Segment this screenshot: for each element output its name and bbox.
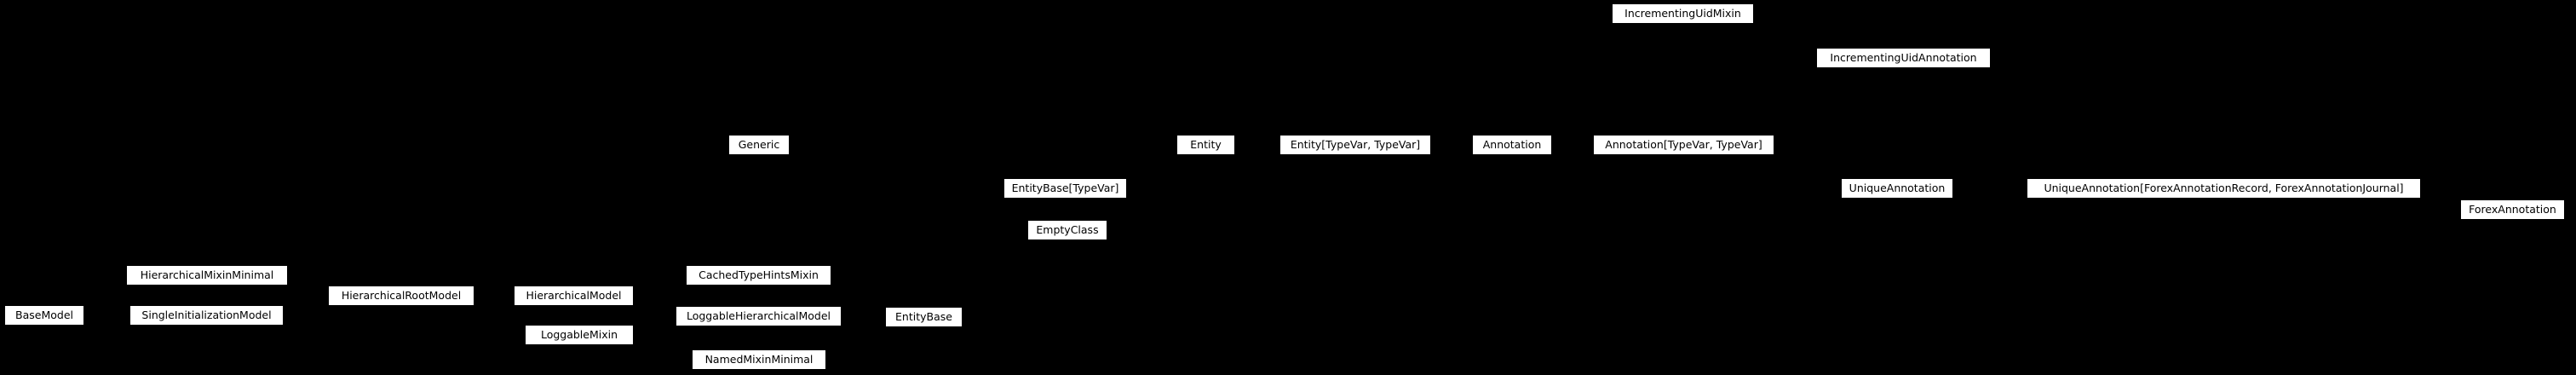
class-node[interactable]: NamedMixinMinimal — [692, 349, 826, 370]
class-node[interactable]: Annotation — [1472, 135, 1552, 155]
class-node[interactable]: EntityBase[TypeVar] — [1003, 178, 1127, 199]
class-node[interactable]: Generic — [728, 135, 790, 155]
class-node[interactable]: EmptyClass — [1027, 220, 1107, 240]
class-node[interactable]: CachedTypeHintsMixin — [686, 265, 831, 286]
class-node[interactable]: Annotation[TypeVar, TypeVar] — [1593, 135, 1774, 155]
class-node[interactable]: IncrementingUidAnnotation — [1816, 48, 1991, 68]
class-node[interactable]: HierarchicalModel — [514, 286, 634, 306]
class-node[interactable]: ForexAnnotation — [2460, 199, 2565, 220]
class-node[interactable]: EntityBase — [885, 307, 963, 327]
class-node[interactable]: UniqueAnnotation[ForexAnnotationRecord, … — [2027, 178, 2421, 199]
class-node[interactable]: SingleInitializationModel — [129, 305, 284, 326]
class-node[interactable]: IncrementingUidMixin — [1612, 3, 1754, 24]
class-node[interactable]: Entity — [1176, 135, 1235, 155]
class-node[interactable]: HierarchicalMixinMinimal — [126, 265, 288, 286]
class-node[interactable]: HierarchicalRootModel — [328, 286, 474, 306]
class-node[interactable]: LoggableHierarchicalModel — [676, 306, 842, 326]
class-node[interactable]: Entity[TypeVar, TypeVar] — [1279, 135, 1431, 155]
class-node[interactable]: LoggableMixin — [525, 325, 634, 345]
class-node[interactable]: BaseModel — [4, 305, 84, 326]
class-node[interactable]: UniqueAnnotation — [1841, 178, 1953, 199]
